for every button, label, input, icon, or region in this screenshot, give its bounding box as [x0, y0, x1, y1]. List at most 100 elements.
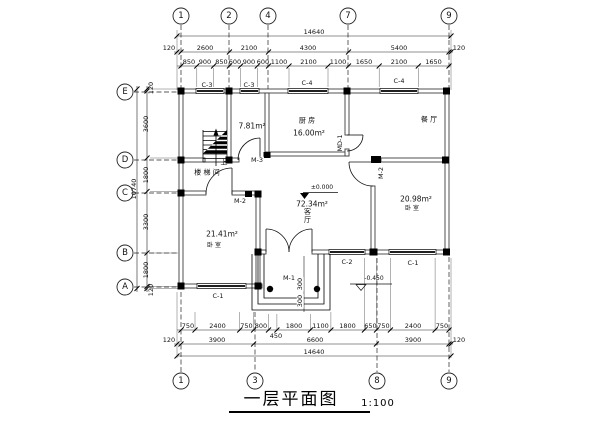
room-name-stair: 楼 梯 间	[194, 168, 220, 177]
dim-label: 3300	[141, 213, 150, 231]
window-tag: C-4	[301, 78, 313, 87]
dim-label: 120	[162, 335, 176, 344]
dim-label: 300	[295, 293, 304, 309]
drawing-title: 一层平面图	[243, 389, 339, 410]
dim-label: 450	[269, 331, 283, 340]
axis-bubble-label: C	[122, 187, 128, 198]
door-m1	[265, 228, 313, 253]
door-tag: M-3	[249, 155, 265, 164]
dim-ticks	[174, 49, 454, 55]
axis-bubble-label: E	[122, 86, 128, 97]
dim-ticks	[134, 86, 140, 292]
porch-steps	[251, 254, 331, 311]
door-m3	[237, 137, 261, 161]
axis-bubble-label: 1	[178, 375, 184, 386]
dim-label: 850	[182, 57, 196, 66]
door-md1	[346, 134, 364, 152]
dim-label: 2100	[240, 43, 258, 52]
dim-label: 300	[295, 276, 304, 292]
dim-label: 6600	[306, 335, 324, 344]
room-name-dining: 餐 厅	[420, 115, 438, 124]
dim-label: 600	[228, 57, 242, 66]
dim-label: 900	[198, 57, 212, 66]
dim-label: 120	[452, 43, 466, 52]
window-c3-1	[195, 88, 225, 94]
axis-bubble-label: 9	[446, 375, 452, 386]
axis-bubble-label: 9	[446, 10, 452, 21]
porch-column	[266, 285, 274, 293]
window-tag: C-1	[407, 258, 419, 267]
stairs	[202, 128, 227, 166]
axis-bubble-label: 3	[252, 375, 258, 386]
dim-ticks	[174, 353, 454, 359]
dim-label: 2400	[209, 321, 226, 330]
dim-ticks	[174, 341, 454, 347]
room-name-bedroom-left: 卧 室	[207, 242, 221, 249]
room-name-living: 客厅	[303, 208, 312, 224]
window-c4-1	[287, 88, 329, 94]
axis-bubble-label: 7	[345, 10, 351, 21]
door-tag: M-2	[376, 165, 385, 181]
dim-label: 600	[256, 57, 270, 66]
dim-label: 900	[242, 57, 256, 66]
dim-label: 1650	[355, 57, 373, 66]
level-symbol-indoor	[300, 192, 338, 199]
axis-bubble-label: 8	[374, 375, 380, 386]
dim-label: 1100	[329, 57, 347, 66]
extension-lines	[150, 30, 452, 358]
dim-label: 1800	[285, 321, 303, 330]
axis-bubble-label: 1	[178, 10, 184, 21]
door-tag: M-2	[233, 196, 247, 205]
dim-label: 120	[146, 81, 155, 95]
dim-label: 120	[146, 283, 155, 297]
dim-ticks	[178, 327, 452, 333]
dim-label: 750	[240, 321, 253, 330]
level-indoor-label: ±0.000	[310, 184, 334, 191]
dim-label: 4300	[299, 43, 317, 52]
dim-label: 2600	[196, 43, 214, 52]
dim-label: 850	[215, 57, 228, 66]
room-name-bedroom-right: 卧 室	[405, 205, 419, 212]
dim-label: 1100	[312, 321, 329, 330]
axis-bubble-label: D	[121, 154, 129, 165]
room-area-kitchen: 16.00m²	[293, 128, 325, 138]
dim-label: 1800	[141, 166, 150, 184]
room-area-bedroom-left: 21.41m²	[206, 229, 238, 239]
dim-label: 3600	[141, 115, 150, 133]
dim-label: 650	[364, 321, 377, 330]
dim-label: 3900	[404, 335, 422, 344]
dimension-lines	[136, 35, 453, 357]
dim-label: 3900	[208, 335, 226, 344]
axis-bubble-label: 2	[226, 10, 232, 21]
room-area-bedroom-right: 20.98m²	[400, 194, 432, 204]
door-m2-right	[348, 161, 374, 187]
level-outdoor-label: -0.450	[364, 275, 384, 282]
room-area-stair-hall: 7.81m²	[238, 121, 266, 131]
room-name-kitchen: 厨 房	[298, 116, 316, 125]
room-area-living: 72.34m²	[296, 199, 328, 209]
dim-label: 14640	[303, 347, 325, 356]
axis-bubble-label: A	[122, 281, 128, 292]
dim-label: 120	[162, 43, 176, 52]
window-tag: C-4	[393, 76, 405, 85]
window-c3-2	[239, 88, 260, 94]
axis-bubble-label: 4	[265, 10, 271, 21]
window-tag: C-3	[243, 80, 255, 89]
window-c1-right	[388, 249, 437, 255]
dim-label: 1800	[141, 261, 150, 279]
door-tag: MD-1	[335, 134, 344, 152]
window-c2	[328, 249, 366, 255]
dim-label: 1650	[425, 57, 442, 66]
dim-label: 2100	[390, 57, 408, 66]
window-tag: C-3	[201, 80, 213, 89]
window-tag: C-2	[341, 257, 353, 266]
dim-label: 1800	[339, 321, 356, 330]
door-m2-left	[205, 167, 233, 195]
dim-label: 750	[181, 321, 195, 330]
dim-label: 5400	[390, 43, 408, 52]
dim-label: 750	[435, 321, 449, 330]
window-tag: C-1	[212, 291, 224, 300]
drawing-scale: 1:100	[361, 398, 395, 409]
dim-ticks	[178, 63, 452, 69]
